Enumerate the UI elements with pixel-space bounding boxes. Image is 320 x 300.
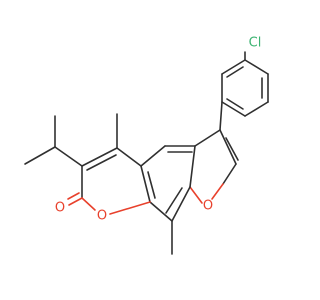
carbonyl-bond [68,197,83,206]
chemical-structure: Cl O O O [24,36,269,255]
pyranone-ring [81,147,151,215]
isopropyl-group [24,115,83,167]
furan-ring [189,129,239,204]
central-benzene [140,145,196,222]
furan-oxygen-label: O [203,199,213,214]
carbonyl-oxygen-label: O [55,201,65,216]
carbonyl-bond-2 [67,192,80,200]
structure-canvas: Cl O O O [24,35,269,255]
chlorine-label: Cl [249,36,262,51]
chlorophenyl-ring [221,59,269,117]
aryl-furan-bond [219,101,223,131]
ring-oxygen-label: O [97,209,107,224]
